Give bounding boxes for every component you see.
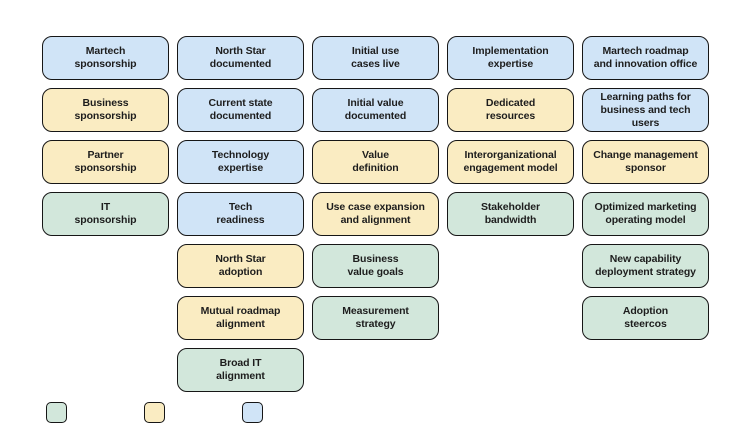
capability-box: Mutual roadmap alignment [177, 296, 304, 340]
capability-box: Dedicated resources [447, 88, 574, 132]
capability-columns: Martech sponsorship Business sponsorship… [42, 36, 709, 392]
capability-box: Interorganizational engagement model [447, 140, 574, 184]
capability-column-1: Martech sponsorship Business sponsorship… [42, 36, 169, 392]
capability-box: Business sponsorship [42, 88, 169, 132]
capability-box: Stakeholder bandwidth [447, 192, 574, 236]
capability-box: Technology expertise [177, 140, 304, 184]
capability-box: North Star documented [177, 36, 304, 80]
capability-box: Business value goals [312, 244, 439, 288]
capability-column-2: North Star documented Current state docu… [177, 36, 304, 392]
capability-box: Initial value documented [312, 88, 439, 132]
capability-box: Value definition [312, 140, 439, 184]
capability-box: Initial use cases live [312, 36, 439, 80]
capability-column-4: Implementation expertise Dedicated resou… [447, 36, 574, 392]
capability-box: Use case expansion and alignment [312, 192, 439, 236]
color-legend [46, 402, 263, 423]
capability-column-3: Initial use cases live Initial value doc… [312, 36, 439, 392]
legend-swatch-yellow [144, 402, 165, 423]
capability-box: Adoption steercos [582, 296, 709, 340]
capability-box: Learning paths for business and tech use… [582, 88, 709, 132]
capability-box: Measurement strategy [312, 296, 439, 340]
capability-box: Broad IT alignment [177, 348, 304, 392]
capability-box: North Star adoption [177, 244, 304, 288]
capability-box: Martech sponsorship [42, 36, 169, 80]
capability-column-5: Martech roadmap and innovation office Le… [582, 36, 709, 392]
capability-box: Optimized marketing operating model [582, 192, 709, 236]
legend-swatch-blue [242, 402, 263, 423]
capability-box: Martech roadmap and innovation office [582, 36, 709, 80]
capability-box: Implementation expertise [447, 36, 574, 80]
capability-box: Change management sponsor [582, 140, 709, 184]
capability-box: Tech readiness [177, 192, 304, 236]
capability-box: New capability deployment strategy [582, 244, 709, 288]
capability-box: Current state documented [177, 88, 304, 132]
capability-box: Partner sponsorship [42, 140, 169, 184]
legend-swatch-green [46, 402, 67, 423]
capability-box: IT sponsorship [42, 192, 169, 236]
